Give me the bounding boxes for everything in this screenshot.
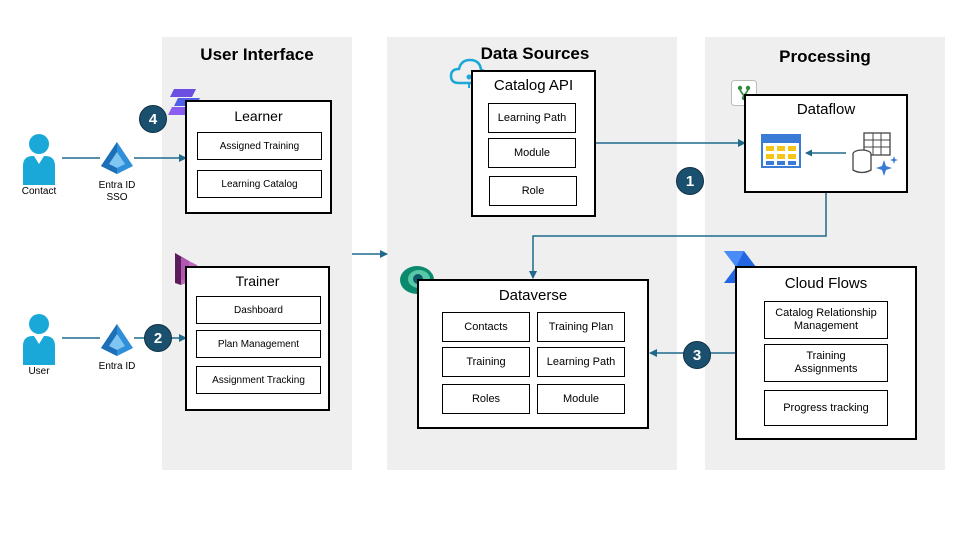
dataverse-learning-path-item: Learning Path [537,347,625,377]
catalog-learning-path-item: Learning Path [488,103,576,133]
catalog-relationship-management-item: Catalog Relationship Management [764,301,888,339]
entra-id-icon [99,140,135,181]
plan-management-item: Plan Management [196,330,321,358]
database-table-icon [850,132,900,183]
trainer-box: Trainer Dashboard Plan Management Assign… [185,266,330,411]
dataverse-module-item: Module [537,384,625,414]
entra-sso-label-2: SSO [106,192,128,203]
step-badge-2: 2 [144,324,172,352]
dashboard-item: Dashboard [196,296,321,324]
dataverse-box: Dataverse Contacts Training Plan Trainin… [417,279,649,429]
person-icon [20,133,58,190]
table-icon [761,134,801,173]
cloud-flows-title: Cloud Flows [784,275,868,292]
dataflow-title: Dataflow [796,101,856,118]
dataflow-inner-arrow [805,149,846,157]
training-plan-item: Training Plan [537,312,625,342]
assignment-tracking-item: Assignment Tracking [196,366,321,394]
step-badge-3: 3 [683,341,711,369]
dataflow-to-dataverse-arrow [529,193,827,279]
catalog-api-box: Catalog API Learning Path Module Role [471,70,596,217]
entra-id-icon [99,322,135,363]
catalog-api-title: Catalog API [493,77,574,94]
data-sources-title: Data Sources [480,44,590,63]
dataverse-title: Dataverse [498,287,568,304]
cloud-flows-box: Cloud Flows Catalog Relationship Managem… [735,266,917,440]
step-badge-1: 1 [676,167,704,195]
learner-box: Learner Assigned Training Learning Catal… [185,100,332,214]
user-label: User [28,366,50,377]
user-interface-title: User Interface [200,45,314,64]
learning-catalog-item: Learning Catalog [197,170,322,198]
step-badge-4: 4 [139,105,167,133]
progress-tracking-item: Progress tracking [764,390,888,426]
entra-sso-label-1: Entra ID [98,180,136,191]
dataflow-box: Dataflow [744,94,908,193]
assigned-training-item: Assigned Training [197,132,322,160]
person-icon [20,313,58,370]
training-assignments-item: Training Assignments [764,344,888,382]
catalog-role-item: Role [489,176,577,206]
contacts-item: Contacts [442,312,530,342]
processing-title: Processing [779,47,871,66]
entra-id-label: Entra ID [98,361,136,372]
roles-item: Roles [442,384,530,414]
trainer-title: Trainer [235,273,280,289]
training-item: Training [442,347,530,377]
contact-label: Contact [21,186,57,197]
catalog-module-item: Module [488,138,576,168]
learner-title: Learner [234,108,283,124]
